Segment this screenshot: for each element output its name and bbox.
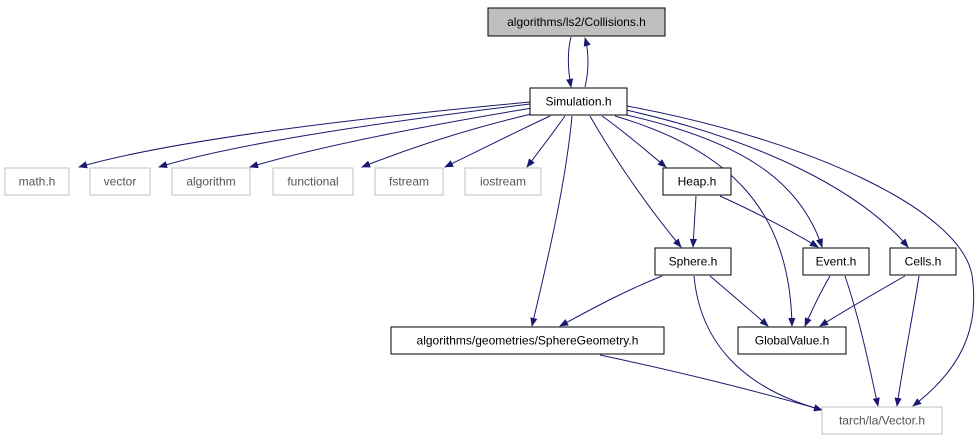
node-sphere[interactable]: Sphere.h (654, 247, 732, 276)
node-collisions[interactable]: algorithms/ls2/Collisions.h (487, 7, 666, 37)
node-label-collisions: algorithms/ls2/Collisions.h (507, 15, 646, 29)
edge-spheregeom-to-tarchvector (599, 354, 823, 412)
node-box-globalvalue (737, 326, 847, 355)
edge-sphere-to-globalvalue (709, 275, 769, 327)
node-label-algorithm: algorithm (186, 175, 235, 189)
node-cells[interactable]: Cells.h (889, 247, 957, 276)
edge-event-to-tarchvector (844, 275, 880, 407)
node-label-math: math.h (19, 175, 56, 189)
node-box-collisions (487, 7, 666, 37)
node-label-event: Event.h (816, 255, 857, 269)
edge-simulation-to-iostream (526, 115, 566, 168)
edge-simulation-to-collisions (583, 37, 591, 88)
node-label-simulation: Simulation.h (545, 95, 611, 109)
node-box-spheregeom (390, 326, 665, 355)
edge-simulation-to-fstream (444, 115, 551, 168)
edge-sphere-to-tarchvector (693, 275, 831, 414)
node-globalvalue[interactable]: GlobalValue.h (737, 326, 847, 355)
node-box-functional (272, 167, 354, 196)
node-spheregeom[interactable]: algorithms/geometries/SphereGeometry.h (390, 326, 665, 355)
edge-simulation-to-math (78, 101, 531, 169)
node-algorithm: algorithm (171, 167, 251, 196)
node-box-algorithm (171, 167, 251, 196)
edge-simulation-to-event (621, 113, 823, 248)
node-label-sphere: Sphere.h (669, 255, 718, 269)
edge-heap-to-event (719, 195, 819, 248)
node-label-cells: Cells.h (905, 255, 942, 269)
node-box-simulation (529, 87, 628, 116)
node-functional: functional (272, 167, 354, 196)
edge-cells-to-tarchvector (894, 275, 920, 407)
node-math: math.h (4, 167, 70, 196)
edge-simulation-to-cells (625, 109, 909, 248)
edge-collisions-to-simulation (566, 36, 574, 88)
edge-simulation-to-sphere (589, 115, 682, 248)
node-event[interactable]: Event.h (802, 247, 870, 276)
node-tarchvector: tarch/la/Vector.h (821, 406, 943, 435)
node-box-sphere (654, 247, 732, 276)
node-box-iostream (464, 167, 542, 196)
node-label-functional: functional (287, 175, 338, 189)
node-label-spheregeom: algorithms/geometries/SphereGeometry.h (417, 334, 639, 348)
node-box-heap (662, 167, 732, 196)
node-box-tarchvector (821, 406, 943, 435)
node-label-globalvalue: GlobalValue.h (755, 334, 830, 348)
edges-layer (78, 36, 975, 414)
node-fstream: fstream (374, 167, 444, 196)
edge-cells-to-globalvalue (819, 275, 906, 327)
node-label-tarchvector: tarch/la/Vector.h (839, 414, 925, 428)
node-label-iostream: iostream (480, 175, 526, 189)
node-box-math (4, 167, 70, 196)
edge-simulation-to-tarchvector (626, 105, 975, 407)
node-iostream: iostream (464, 167, 542, 196)
edge-simulation-to-globalvalue (614, 115, 796, 327)
node-box-event (802, 247, 870, 276)
node-box-cells (889, 247, 957, 276)
edge-simulation-to-functional (361, 111, 541, 168)
node-simulation[interactable]: Simulation.h (529, 87, 628, 116)
node-box-fstream (374, 167, 444, 196)
node-label-fstream: fstream (389, 175, 429, 189)
edge-heap-to-sphere (689, 195, 698, 248)
edge-simulation-to-algorithm (249, 107, 533, 169)
node-label-vector: vector (104, 175, 137, 189)
edge-sphere-to-spheregeom (559, 275, 663, 327)
node-vector: vector (89, 167, 151, 196)
node-heap[interactable]: Heap.h (662, 167, 732, 196)
edge-simulation-to-vector (158, 103, 531, 169)
node-box-vector (89, 167, 151, 196)
edge-event-to-globalvalue (804, 275, 831, 327)
edge-simulation-to-spheregeom (530, 115, 573, 327)
edge-simulation-to-heap (601, 115, 667, 168)
node-label-heap: Heap.h (678, 175, 717, 189)
